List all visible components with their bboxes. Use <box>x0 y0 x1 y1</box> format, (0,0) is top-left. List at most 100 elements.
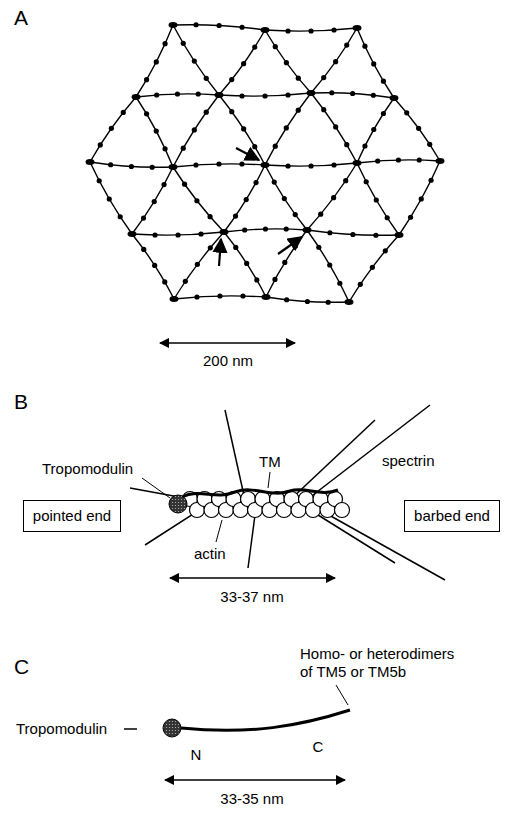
spectrin-bead <box>373 233 378 238</box>
junction-complex <box>307 90 316 96</box>
junction-complex <box>128 231 137 237</box>
spectrin-bead <box>254 277 259 282</box>
spectrin-strand <box>132 167 173 234</box>
spectrin-strand <box>357 98 394 163</box>
spectrin-bead <box>152 232 157 237</box>
spectrin-bead <box>181 146 186 151</box>
junction-complex <box>436 158 445 164</box>
spectrin-bead <box>321 107 326 112</box>
spectrin-bead <box>318 212 323 217</box>
spectrin-bead <box>162 279 167 284</box>
spectrin-bead <box>404 110 409 115</box>
junction-complex <box>86 159 95 165</box>
spectrin-bead <box>285 163 290 168</box>
spectrin-bead <box>350 91 355 96</box>
spectrin-bead <box>374 197 379 202</box>
spectrin-bead <box>239 161 244 166</box>
junction-complex <box>215 92 224 98</box>
spectrin-bead <box>331 162 336 167</box>
panel-letter: A <box>14 6 28 30</box>
junction-complex <box>261 162 270 168</box>
spectrin-bead <box>193 22 198 27</box>
spectrin-bead <box>192 58 197 63</box>
part-label: Tropomodulin <box>42 460 133 478</box>
spectrin-strands <box>130 405 445 580</box>
part-label: spectrin <box>382 452 435 470</box>
junction-complex <box>390 95 399 101</box>
spectrin-bead <box>370 265 375 270</box>
spectrin-strand <box>219 95 265 165</box>
spectrin-bead <box>381 79 386 84</box>
spectrin-strand <box>174 232 224 299</box>
spectrin-bead <box>192 127 197 132</box>
spectrin-bead <box>193 162 198 167</box>
box-text: pointed end <box>33 507 111 524</box>
leader-line <box>216 520 222 542</box>
spectrin-bead <box>285 28 290 33</box>
spectrin-bead <box>240 293 245 298</box>
spectrin-strand <box>307 230 349 302</box>
spectrin-bead <box>396 157 401 162</box>
spectrin-bead <box>229 77 234 82</box>
tropomodulin-dot <box>169 495 187 513</box>
spectrin-bead <box>98 142 103 147</box>
spectrin-bead <box>152 263 157 268</box>
spectrin-bead <box>239 93 244 98</box>
spectrin-strand <box>224 165 265 232</box>
panel-letter: C <box>14 655 29 679</box>
spectrin-bead <box>253 180 258 185</box>
spectrin-network <box>86 22 445 305</box>
spectrin-bead <box>239 25 244 30</box>
spectrin-bead <box>204 76 209 81</box>
spectrin-bead <box>208 245 213 250</box>
spectrin-bead <box>183 279 188 284</box>
dimension-arrow <box>160 342 295 344</box>
dimension-label: 33-35 nm <box>220 790 283 808</box>
spectrin-bead <box>350 232 355 237</box>
spectrin-bead <box>241 61 246 66</box>
spectrin-bead <box>121 110 126 115</box>
spectrin-bead <box>282 260 287 265</box>
spectrin-bead <box>129 164 134 169</box>
spectrin-strand <box>265 165 307 230</box>
spectrin-bead <box>321 75 326 80</box>
spectrin-bead <box>371 93 376 98</box>
spectrin-bead <box>333 59 338 64</box>
spectrin-bead <box>162 41 167 46</box>
spectrin-bead <box>204 110 209 115</box>
spectrin-bead <box>233 245 238 250</box>
spectrin-bead <box>144 111 149 116</box>
spectrin-bead <box>198 231 203 236</box>
spectrin-bead <box>244 261 249 266</box>
spectrin-bead <box>419 196 424 201</box>
spectrin-bead <box>358 282 363 287</box>
junction-complex <box>353 25 362 31</box>
spectrin-bead <box>293 212 298 217</box>
spectrin-bead <box>428 178 433 183</box>
spectrin-strand <box>173 25 219 95</box>
spectrin-bead <box>217 293 222 298</box>
spectrin-bead <box>272 277 277 282</box>
spectrin-bead <box>344 43 349 48</box>
spectrin-bead <box>362 44 367 49</box>
spectrin-bead <box>108 162 113 167</box>
spectrin-bead <box>337 281 342 286</box>
spectrin-bead <box>207 214 212 219</box>
spectrin-bead <box>371 127 376 132</box>
spectrin-bead <box>331 27 336 32</box>
spectrin-bead <box>326 300 331 305</box>
leader-dash <box>124 728 137 730</box>
spectrin-strand <box>173 95 219 167</box>
spectrin-bead <box>175 91 180 96</box>
spectrin-strand <box>357 28 394 98</box>
spectrin-bead <box>244 197 249 202</box>
spectrin-bead <box>375 158 380 163</box>
end-label-box: barbed end <box>404 500 500 532</box>
spectrin-strand <box>307 163 357 230</box>
spectrin-bead <box>195 262 200 267</box>
spectrin-bead <box>273 44 278 49</box>
spectrin-strand <box>311 93 357 163</box>
spectrin-strand <box>349 235 399 302</box>
spectrin-bead <box>150 165 155 170</box>
